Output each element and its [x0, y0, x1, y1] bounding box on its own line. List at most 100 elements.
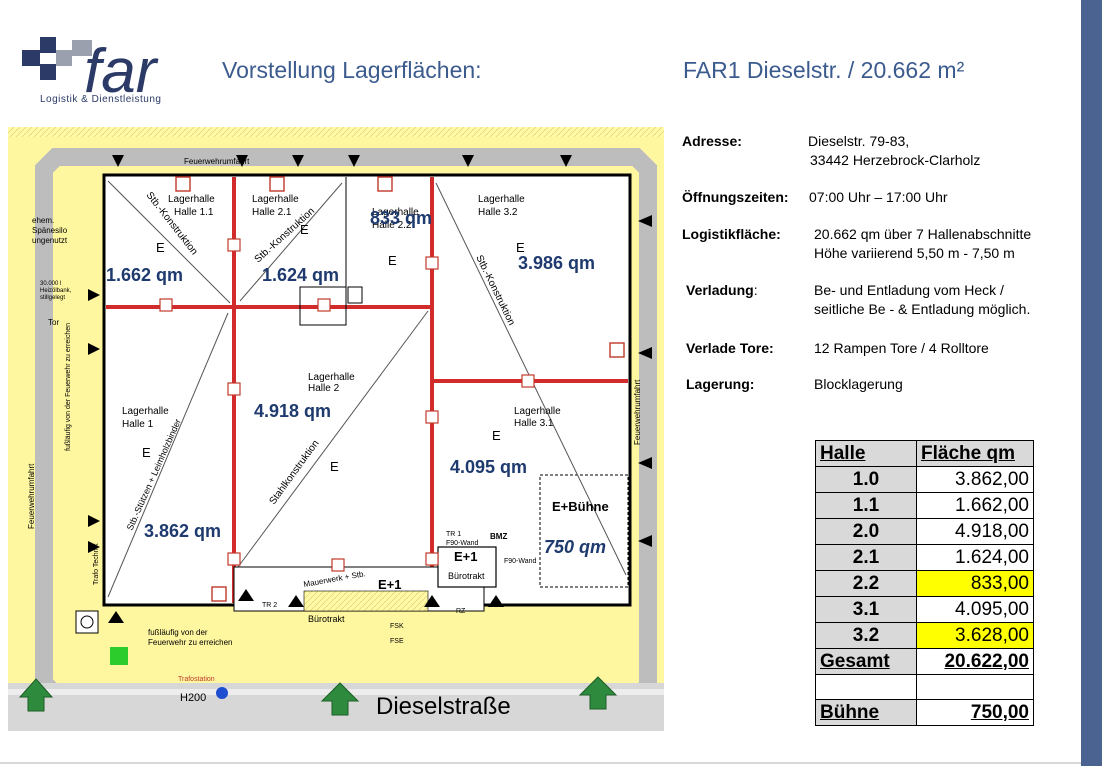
table-buehne-row: Bühne 750,00	[815, 699, 1034, 726]
halle21-sub: Halle 2.1	[252, 207, 292, 218]
qm-halle22: 833 qm	[370, 208, 432, 228]
halle32-sub: Halle 3.2	[478, 207, 518, 218]
label-tor: Tor	[48, 318, 59, 327]
logo-tagline: Logistik & Dienstleistung	[40, 94, 162, 105]
label-feuerwehr-top: Feuerwehrumfahrt	[184, 157, 250, 166]
label-fsk: FSK	[390, 623, 404, 630]
header-halle: Halle	[815, 440, 917, 467]
label-f90-a: F90-Wand	[446, 540, 479, 547]
qm-halle21: 1.624 qm	[262, 265, 339, 285]
halle31-name: Lagerhalle	[514, 406, 561, 417]
qm-halle31: 4.095 qm	[450, 457, 527, 477]
table-header: Halle Fläche qm	[815, 440, 1034, 467]
cell-halle: 2.0	[815, 518, 917, 545]
adresse-line2: 33442 Herzebrock-Clarholz	[810, 152, 981, 168]
halle1-sub: Halle 1	[122, 419, 154, 430]
label-fuss-bottom-1: fußläufig von der	[148, 628, 208, 637]
halle1-name: Lagerhalle	[122, 406, 169, 417]
cell-flaeche: 4.918,00	[916, 518, 1034, 545]
cell-halle: 1.0	[815, 466, 917, 493]
qm-halle32: 3.986 qm	[518, 253, 595, 273]
logistikflaeche-line2: Höhe variierend 5,50 m - 7,50 m	[814, 245, 1015, 261]
halle2-name: Lagerhalle	[308, 372, 355, 383]
e-22: E	[388, 253, 397, 268]
page-title: Vorstellung Lagerflächen:	[222, 57, 482, 83]
halle11-name: Lagerhalle	[168, 194, 215, 205]
verladung-colon: :	[753, 282, 758, 298]
verladung-line2: seitliche Be - & Entladung möglich.	[814, 301, 1031, 317]
far-logo: far	[22, 37, 159, 106]
cell-halle: 1.1	[815, 492, 917, 519]
table-total-row: Gesamt 20.622,00	[815, 648, 1034, 675]
e-32: E	[516, 240, 525, 255]
verladung-line1: Be- und Entladung vom Heck /	[814, 282, 1004, 298]
buehne-label: Bühne	[815, 699, 917, 726]
halle21-name: Lagerhalle	[252, 194, 299, 205]
cell-flaeche-highlight: 833,00	[916, 570, 1034, 597]
table-spacer	[815, 674, 1034, 700]
label-buerotrakt-b: Bürotrakt	[308, 614, 345, 624]
cell-halle: 3.1	[815, 596, 917, 623]
logistikflaeche-label: Logistikfläche:	[682, 226, 781, 242]
label-rz: RZ	[456, 608, 466, 615]
halle31-sub: Halle 3.1	[514, 418, 554, 429]
cell-halle: 2.2	[815, 570, 917, 597]
label-fse: FSE	[390, 638, 404, 645]
oeffnungszeiten-label: Öffnungszeiten:	[682, 189, 789, 205]
label-e1-a: E+1	[378, 577, 402, 592]
adresse-label: Adresse:	[682, 133, 742, 149]
halle22-sub: Halle 2.2	[372, 220, 412, 231]
header-flaeche: Fläche qm	[916, 440, 1034, 467]
halle2-sub: Halle 2	[308, 383, 340, 394]
logistikflaeche-line1: 20.662 qm über 7 Hallenabschnitte	[814, 226, 1032, 242]
label-buerotrakt-a: Bürotrakt	[448, 571, 485, 581]
label-behaelter2: Heizölbank,	[40, 288, 72, 294]
e-21: E	[300, 222, 309, 237]
halle11-sub: Halle 1.1	[174, 207, 214, 218]
label-feuerwehr-left: Feuerwehrumfahrt	[27, 463, 36, 529]
qm-halle11: 1.662 qm	[106, 265, 183, 285]
qm-halle1: 3.862 qm	[144, 521, 221, 541]
cell-flaeche: 1.624,00	[916, 544, 1034, 571]
footer-divider	[0, 762, 1081, 764]
verlade-tore-value: 12 Rampen Tore / 4 Rolltore	[814, 340, 989, 356]
adresse-line1: Dieselstr. 79-83,	[808, 133, 910, 149]
oeffnungszeiten-value: 07:00 Uhr – 17:00 Uhr	[809, 189, 948, 205]
cell-halle: 3.2	[815, 622, 917, 649]
e-11: E	[156, 240, 165, 255]
label-tr1: TR 1	[446, 531, 461, 538]
cell-flaeche-highlight: 3.628,00	[916, 622, 1034, 649]
total-value: 20.622,00	[916, 648, 1034, 675]
verlade-tore-label: Verlade Tore:	[686, 340, 774, 356]
qm-halle2: 4.918 qm	[254, 401, 331, 421]
lagerung-label: Lagerung:	[686, 376, 755, 392]
label-fuss-bottom-2: Feuerwehr zu erreichen	[148, 638, 232, 647]
halle22-name: Lagerhalle	[372, 207, 419, 218]
buehne-value: 750,00	[916, 699, 1034, 726]
label-feuerwehr-right: Feuerwehrumfahrt	[633, 379, 642, 445]
label-spaene2: Spänesilo	[32, 226, 68, 235]
lagerung-value: Blocklagerung	[814, 376, 903, 392]
verladung-label-wrap: Verladung:	[686, 282, 758, 298]
floor-plan: Feuerwehrumfahrt ehem. Spänesilo ungenut…	[8, 127, 664, 731]
cell-flaeche: 4.095,00	[916, 596, 1034, 623]
street-name: Dieselstraße	[376, 693, 511, 720]
verladung-label: Verladung	[686, 282, 754, 298]
cell-halle: 2.1	[815, 544, 917, 571]
label-spaene3: ungenutzt	[32, 236, 68, 245]
sidebar-accent-bar	[1081, 0, 1102, 766]
label-behaelter3: stillgelegt	[40, 295, 65, 301]
label-f90-b: F90-Wand	[504, 558, 537, 565]
label-tr2: TR 2	[262, 602, 277, 609]
label-e1-b: E+1	[454, 549, 478, 564]
label-fuss-left: fußläufig von der Feuerwehr zu erreichen	[65, 323, 72, 451]
page-subtitle: FAR1 Dieselstr. / 20.662 m²	[683, 57, 965, 83]
